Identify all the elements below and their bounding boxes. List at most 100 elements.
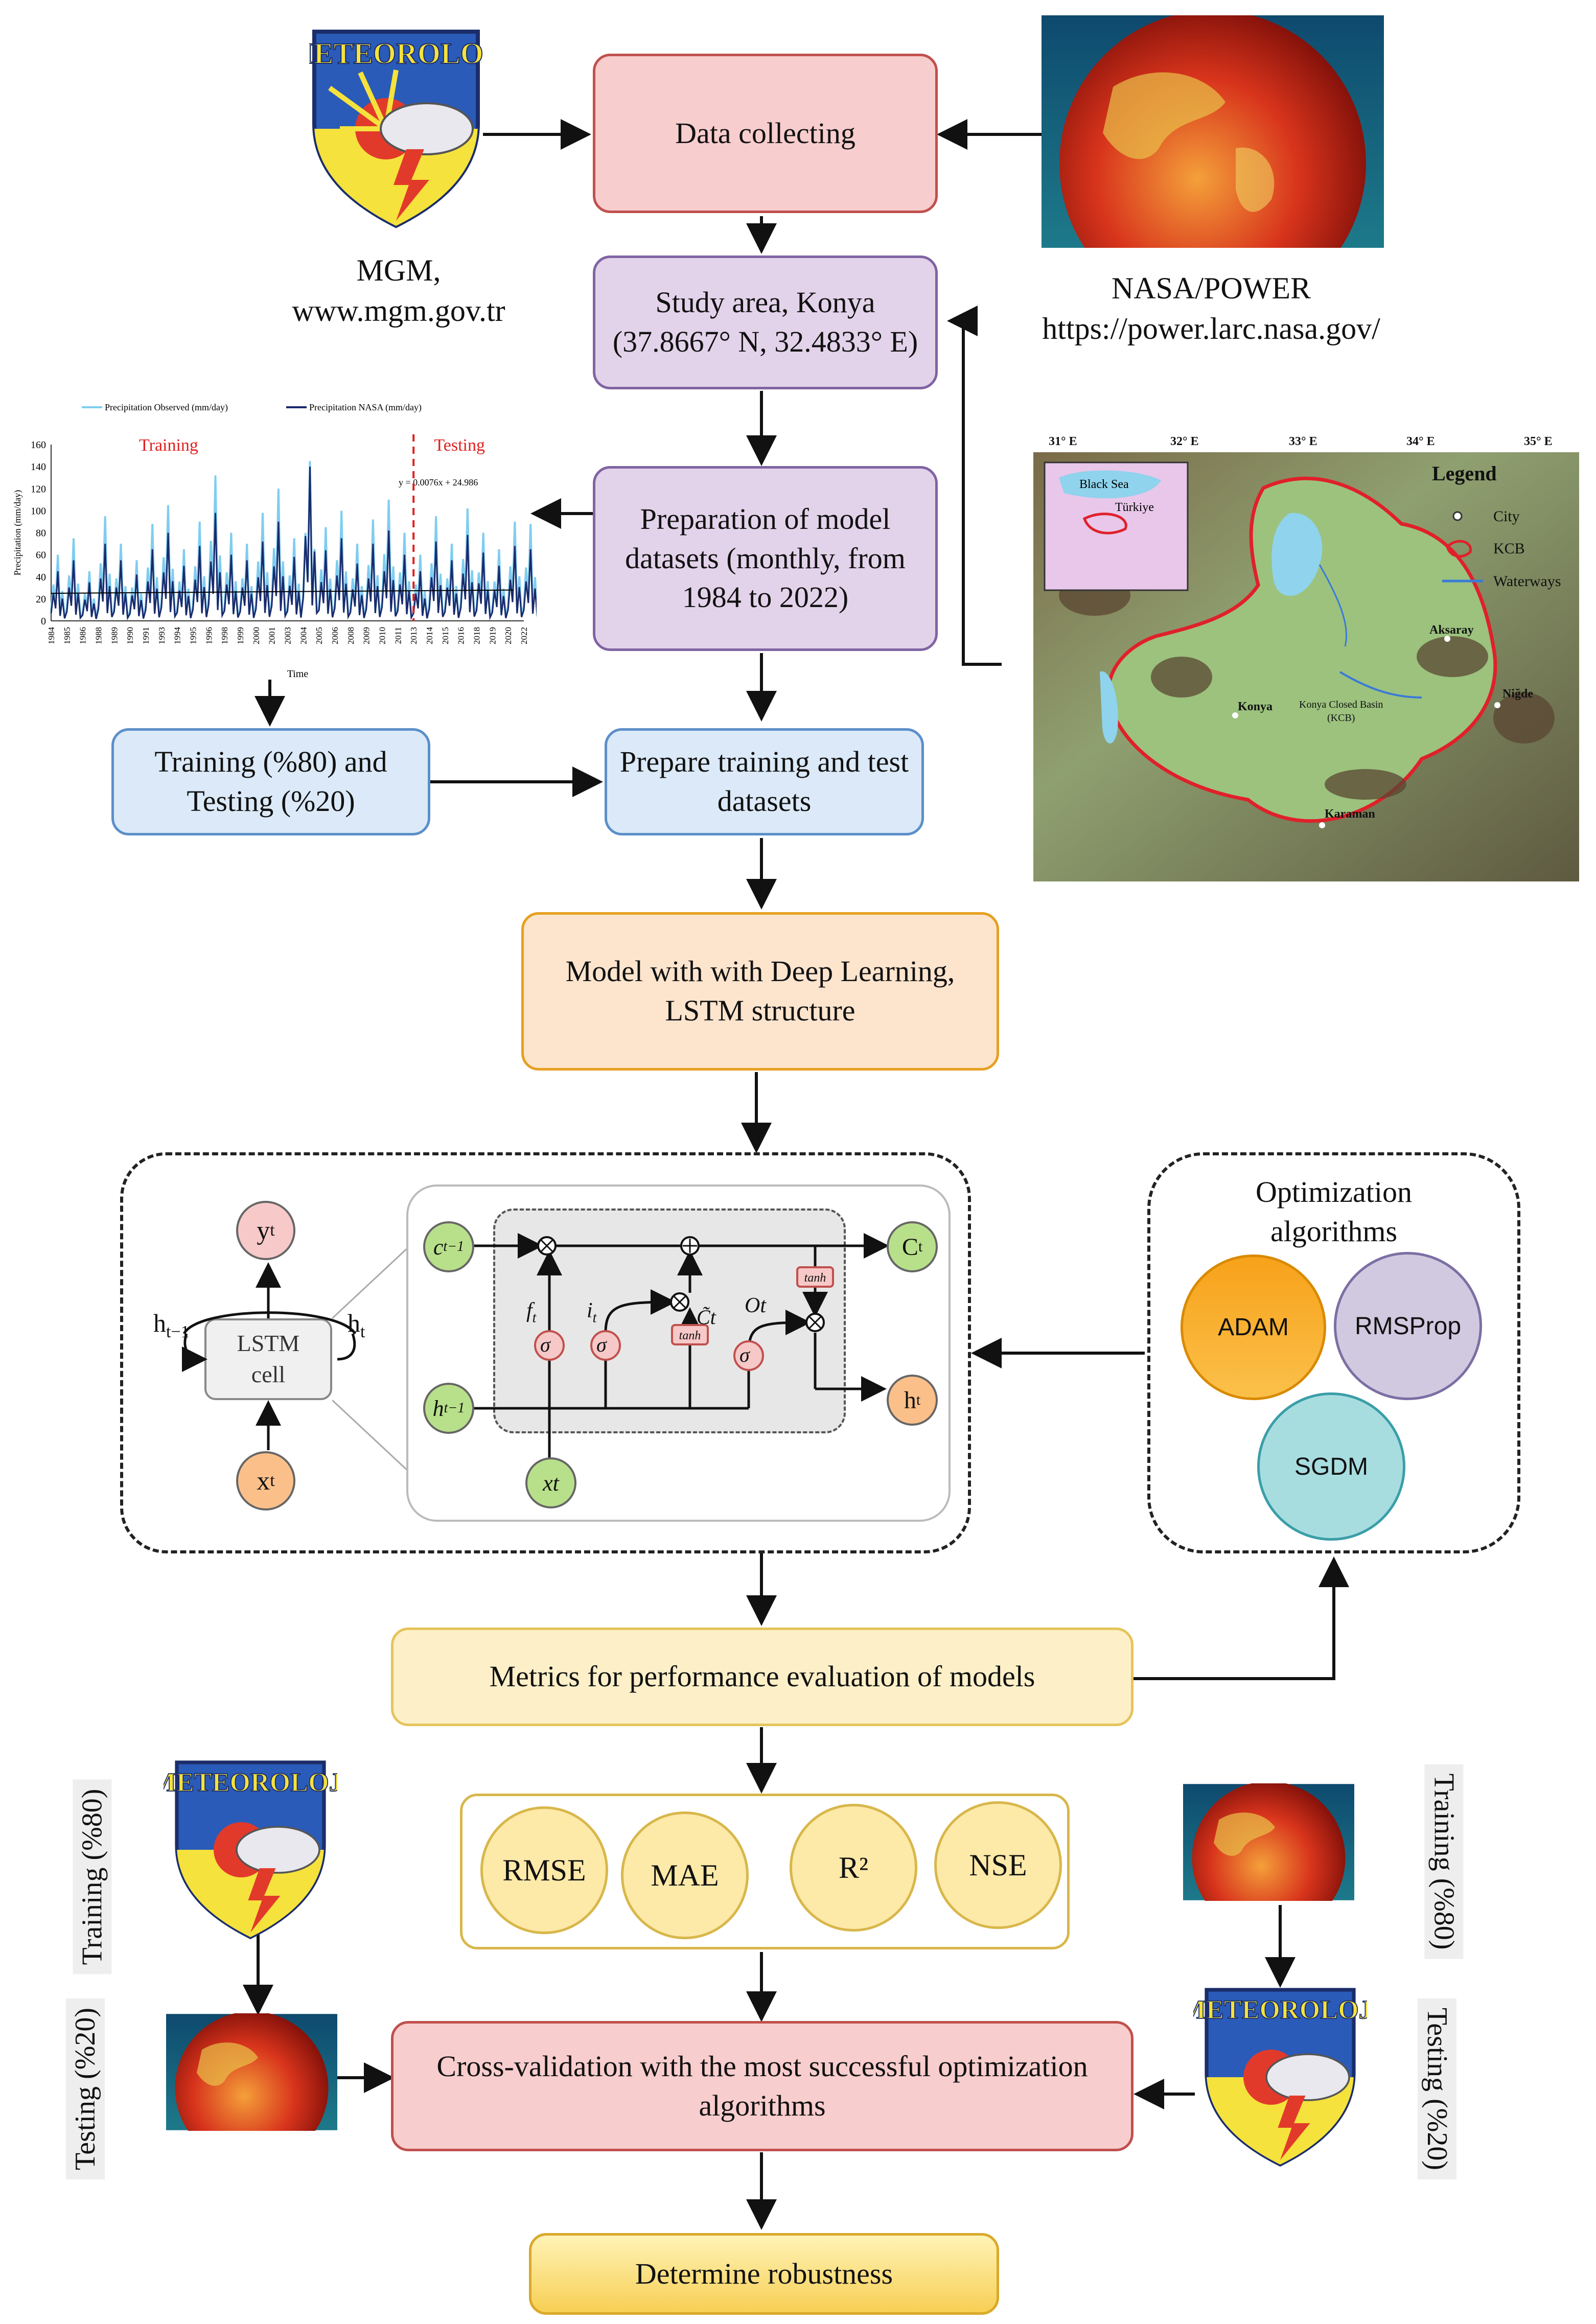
prepare-line2: datasets bbox=[717, 784, 812, 818]
xt-letter: x bbox=[257, 1466, 270, 1496]
chart-xtick-label: 2003 bbox=[283, 627, 293, 644]
robustness-box: Determine robustness bbox=[529, 2233, 999, 2315]
chart-xtick-label: 2001 bbox=[267, 627, 277, 644]
chart-trend-line bbox=[51, 589, 514, 594]
mgm-caption-line1: MGM, bbox=[356, 253, 441, 287]
chart-legend-nasa: Precipitation NASA (mm/day) bbox=[309, 402, 422, 413]
chart-ytick-label: 160 bbox=[31, 439, 46, 451]
ot-label: Ot bbox=[745, 1294, 766, 1317]
chart-xlabel: Time bbox=[287, 668, 309, 680]
model-line1: Model with with Deep Learning, bbox=[565, 955, 955, 988]
lon-tick-31: 31° E bbox=[1049, 435, 1077, 448]
it-letter: i bbox=[587, 1299, 593, 1322]
chart-training-label: Training bbox=[139, 436, 198, 455]
arrow-metrics-to-opt bbox=[1134, 1556, 1349, 1680]
chart-ytick-label: 20 bbox=[36, 594, 46, 605]
robustness-label: Determine robustness bbox=[635, 2257, 893, 2290]
h-prev-letter: h bbox=[432, 1396, 444, 1421]
map-legend-waterways: Waterways bbox=[1493, 573, 1561, 590]
chart-xtick-label: 1991 bbox=[141, 627, 151, 644]
cross-validation-box: Cross-validation with the most successfu… bbox=[391, 2021, 1134, 2151]
x-in-node: xt bbox=[525, 1457, 576, 1508]
metric-mae: MAE bbox=[621, 1811, 749, 1939]
chart-ytick-label: 140 bbox=[31, 461, 46, 473]
data-collecting-label: Data collecting bbox=[675, 116, 855, 150]
c-prev-sub: t−1 bbox=[443, 1239, 465, 1254]
optimizer-title-line2: algorithms bbox=[1270, 1214, 1398, 1248]
tuz-lake bbox=[1271, 513, 1323, 596]
nasa-globe-image bbox=[1042, 15, 1384, 248]
city-karaman: Karaman bbox=[1325, 807, 1375, 821]
inset-label-turkiye: Türkiye bbox=[1115, 501, 1154, 514]
chart-xtick-label: 1999 bbox=[236, 627, 245, 644]
model-line2: LSTM structure bbox=[665, 994, 855, 1027]
chart-series-nasa bbox=[50, 467, 538, 621]
right-testing-label: Testing (%20) bbox=[1418, 1998, 1457, 2180]
study-area-box: Study area, Konya (37.8667° N, 32.4833° … bbox=[593, 255, 938, 389]
chart-xtick-label: 1989 bbox=[109, 627, 119, 644]
split-line2: Testing (%20) bbox=[187, 784, 355, 818]
yt-sub: t bbox=[270, 1221, 275, 1240]
chart-xtick-label: 2016 bbox=[456, 627, 466, 644]
prep-line2: datasets (monthly, from bbox=[625, 541, 906, 575]
ft-letter: f bbox=[526, 1299, 533, 1322]
lstm-cell-box: LSTM cell bbox=[204, 1318, 332, 1400]
training-testing-split-box: Training (%80) and Testing (%20) bbox=[111, 728, 430, 835]
prepare-line1: Prepare training and test bbox=[619, 745, 909, 779]
chart-xtick-label: 2008 bbox=[346, 627, 356, 644]
study-area-line2: (37.8667° N, 32.4833° E) bbox=[612, 325, 918, 358]
chart-legend-observed: Precipitation Observed (mm/day) bbox=[105, 402, 228, 413]
metric-r2-label: R² bbox=[838, 1850, 868, 1885]
chart-xtick-label: 2011 bbox=[393, 627, 403, 644]
gate-tanh-h: tanh bbox=[804, 1271, 826, 1285]
h-prev-sub: t−1 bbox=[444, 1400, 465, 1416]
map-legend-kcb: KCB bbox=[1493, 540, 1525, 557]
metric-mae-label: MAE bbox=[651, 1858, 719, 1892]
left-testing-label: Testing (%20) bbox=[66, 1998, 105, 2180]
cv-line1: Cross-validation with the most successfu… bbox=[436, 2049, 1088, 2083]
optimizer-title-line1: Optimization bbox=[1255, 1175, 1413, 1209]
metric-rmse-label: RMSE bbox=[502, 1853, 586, 1887]
chart-xtick-label: 2015 bbox=[441, 627, 450, 644]
preparation-box: Preparation of model datasets (monthly, … bbox=[593, 466, 938, 651]
left-training-label: Training (%80) bbox=[73, 1779, 112, 1974]
sgdm-label: SGDM bbox=[1294, 1453, 1368, 1480]
chart-xtick-label: 1988 bbox=[94, 627, 104, 644]
basin-label-line2: (KCB) bbox=[1327, 712, 1355, 724]
chart-ytick-label: 120 bbox=[31, 483, 46, 495]
kcb-boundary bbox=[1106, 476, 1497, 823]
prep-line1: Preparation of model bbox=[640, 502, 891, 536]
chart-xtick-label: 2005 bbox=[314, 627, 324, 644]
right-nasa-globe bbox=[1183, 1783, 1354, 1901]
arrow-map-to-study bbox=[947, 306, 1002, 666]
c-out-sub: t bbox=[918, 1238, 923, 1255]
city-aksaray: Aksaray bbox=[1429, 623, 1474, 637]
it-sub: t bbox=[592, 1310, 597, 1326]
chart-equation: y = 0.0076x + 24.986 bbox=[399, 477, 478, 487]
metric-rmse: RMSE bbox=[480, 1806, 608, 1934]
ct-tilde-label: C̃t bbox=[697, 1306, 716, 1329]
konya-basin-map: Black Sea Türkiye 31° E 32° E 33° E 34° … bbox=[1033, 432, 1579, 881]
ft-label: ft bbox=[526, 1297, 536, 1328]
chart-series-observed bbox=[50, 461, 539, 620]
study-area-line1: Study area, Konya bbox=[655, 286, 875, 319]
chart-xtick-label: 2009 bbox=[362, 627, 372, 644]
gate-sigma-o: σ bbox=[739, 1343, 750, 1366]
chart-xtick-label: 1984 bbox=[47, 627, 56, 645]
chart-xtick-label: 2018 bbox=[472, 627, 482, 644]
yt-letter: y bbox=[257, 1216, 270, 1245]
chart-testing-label: Testing bbox=[434, 436, 485, 455]
h-out-sub: t bbox=[916, 1391, 921, 1408]
ht-sub: t bbox=[360, 1322, 365, 1341]
lstm-detail-diagram bbox=[462, 1233, 889, 1483]
mgm-caption: MGM, www.mgm.gov.tr bbox=[240, 250, 557, 331]
optimizer-title: Optimization algorithms bbox=[1147, 1173, 1520, 1251]
lstm-cell-line1: LSTM bbox=[237, 1330, 300, 1357]
chart-xtick-label: 1986 bbox=[78, 627, 88, 644]
chart-xtick-label: 2010 bbox=[378, 627, 387, 644]
right-mgm-logo-text: METEOROLOJi bbox=[1193, 1995, 1367, 2025]
inset-label-black-sea: Black Sea bbox=[1079, 478, 1129, 491]
chart-ytick-label: 0 bbox=[41, 616, 46, 627]
